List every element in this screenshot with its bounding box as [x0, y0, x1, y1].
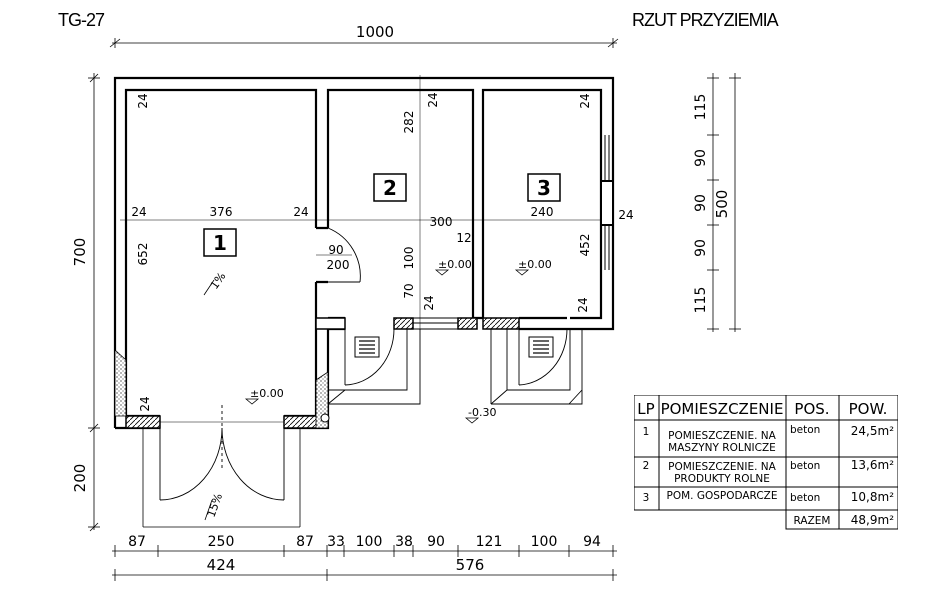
slope-room-1: 1%	[208, 270, 229, 292]
rooms-table: LP POMIESZCZENIE POS. POW. 1 POMIESZCZEN…	[634, 395, 898, 530]
dim-bottom-9: 100	[531, 534, 558, 550]
dim-r2-100: 100	[402, 247, 416, 270]
row-3-pow: 10,8m²	[851, 490, 894, 504]
dim-r3-height: 452	[578, 234, 592, 257]
dim-r23-width: 300	[430, 215, 453, 229]
dim-bottom-4: 33	[327, 534, 345, 550]
row-3-lp: 3	[643, 492, 650, 504]
post-left	[125, 415, 161, 429]
level-room-1: ±0.00	[250, 387, 284, 400]
dimension-texts: 1000 700 200 500 115 90 90 90 115 87 250…	[71, 23, 731, 574]
col-pos: POS.	[794, 400, 829, 418]
dim-left-total: 700	[71, 238, 89, 267]
dim-top-total: 1000	[356, 23, 394, 41]
dim-bottom-sum-2: 576	[456, 556, 485, 574]
room-3-label: 3	[537, 176, 551, 200]
dim-door-width: 90	[328, 243, 343, 257]
total-value: 48,9m²	[851, 513, 894, 527]
slope-ramp: 15%	[205, 492, 226, 519]
dim-bottom-8: 121	[476, 534, 503, 550]
dim-r1-right-wall: 24	[293, 205, 308, 219]
col-room: POMIESZCZENIE	[661, 400, 784, 418]
row-1-name-2: MASZYNY ROLNICZE	[668, 442, 776, 454]
row-2-lp: 2	[643, 460, 650, 472]
dim-bottom-10: 94	[583, 534, 601, 550]
dim-r2-wall24: 24	[422, 295, 436, 310]
row-1-pow: 24,5m²	[851, 424, 894, 438]
dim-right-seg-3: 90	[693, 194, 709, 212]
col-pow: POW.	[849, 400, 888, 418]
dim-bottom-2: 250	[208, 534, 235, 550]
dim-r1-wall-top: 24	[136, 93, 150, 108]
drawing-code: TG-27	[58, 10, 105, 30]
outer-wall	[113, 76, 615, 430]
row-1-lp: 1	[643, 426, 650, 438]
dim-r3-width: 240	[531, 205, 554, 219]
level-room-3: ±0.00	[518, 258, 552, 271]
dim-r1-left-wall: 24	[131, 205, 146, 219]
row-3-name-1: POM. GOSPODARCZE	[666, 490, 777, 502]
dim-bottom-1: 87	[128, 534, 146, 550]
dim-bottom-6: 38	[395, 534, 413, 550]
row-2-name-2: PRODUKTY ROLNE	[674, 473, 770, 485]
row-1-pos: beton	[790, 424, 820, 436]
dim-r3-wall-bottom: 24	[576, 297, 590, 312]
row-2-pow: 13,6m²	[851, 458, 894, 472]
dim-door-height: 200	[327, 258, 350, 272]
dim-left-lower: 200	[71, 464, 89, 493]
row-3-pos: beton	[790, 492, 820, 504]
room-2-label: 2	[383, 176, 397, 200]
dim-right-seg-4: 90	[693, 239, 709, 257]
dim-bottom-3: 87	[296, 534, 314, 550]
dim-r3-right-wall: 24	[618, 208, 633, 222]
walls	[113, 76, 615, 430]
dim-right-seg-1: 115	[693, 94, 709, 121]
dim-r2-wall-top: 24	[426, 92, 440, 107]
dim-r1-wall-bottom: 24	[138, 396, 152, 411]
row-2-name-1: POMIESZCZENIE. NA	[668, 461, 777, 473]
total-label: RAZEM	[794, 515, 831, 527]
doors	[159, 227, 568, 501]
room-1-label: 1	[213, 231, 227, 255]
dim-bottom-5: 100	[356, 534, 383, 550]
dim-r2-height: 282	[402, 111, 416, 134]
level-outside: -0.30	[468, 406, 496, 419]
room-labels: 1 2 3	[203, 173, 561, 257]
inner-wall-line	[124, 88, 603, 418]
post-right	[283, 415, 319, 429]
row-2-pos: beton	[790, 460, 820, 472]
level-room-2: ±0.00	[438, 258, 472, 271]
drawing-title: RZUT PRZYZIEMIA	[632, 10, 779, 30]
dim-bottom-7: 90	[427, 534, 445, 550]
dim-r1-width: 376	[210, 205, 233, 219]
dim-right-seg-2: 90	[693, 149, 709, 167]
dim-right-seg-5: 115	[693, 287, 709, 314]
porches	[327, 329, 583, 405]
dim-r3-wall-top: 24	[578, 93, 592, 108]
col-lp: LP	[637, 400, 654, 418]
row-1-name-1: POMIESZCZENIE. NA	[668, 430, 777, 442]
step-icons	[354, 336, 554, 358]
level-marks: 1% ±0.00 ±0.00 ±0.00 -0.30 15%	[203, 258, 552, 521]
dim-bottom-sum-1: 424	[207, 556, 236, 574]
dim-right-total: 500	[713, 190, 731, 219]
dim-r2-70: 70	[402, 283, 416, 298]
dim-r3-wall12: 12	[456, 231, 471, 245]
dim-r1-height: 652	[136, 243, 150, 266]
dimension-lines	[88, 38, 741, 581]
